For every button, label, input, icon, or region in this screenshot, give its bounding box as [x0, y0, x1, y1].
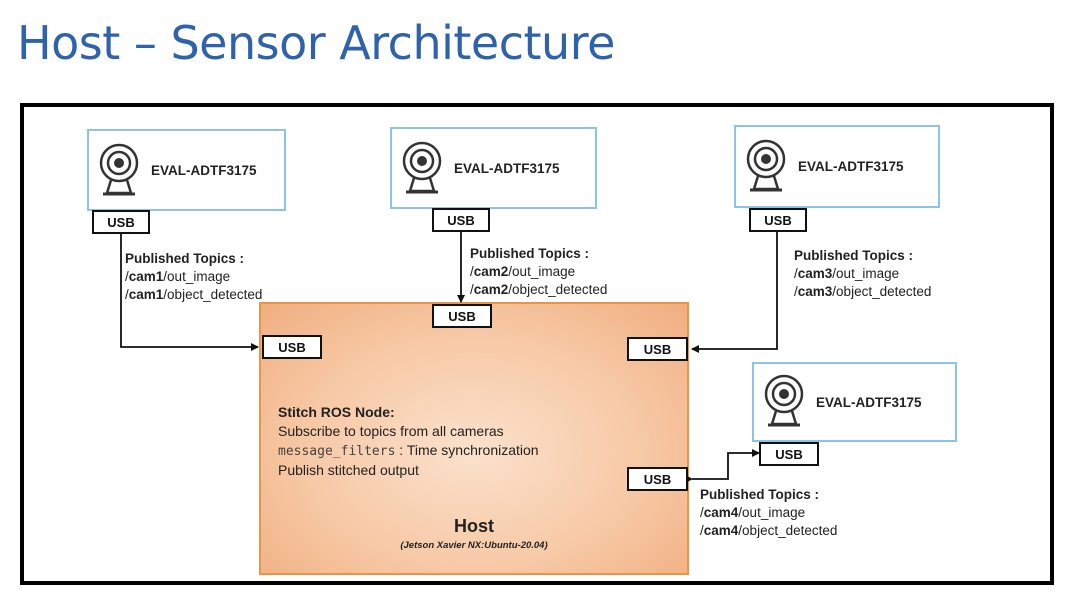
webcam-icon — [402, 141, 442, 194]
camera-4: EVAL-ADTF3175 — [752, 362, 957, 442]
camera-3-name: EVAL-ADTF3175 — [798, 159, 904, 174]
camera-1-usb: USB — [92, 210, 150, 234]
camera-4-name: EVAL-ADTF3175 — [816, 394, 922, 410]
camera-3-topic-image: /cam3/out_image — [794, 266, 900, 281]
webcam-icon — [764, 374, 804, 427]
camera-2: EVAL-ADTF3175 — [390, 127, 597, 209]
host-label: Host — [454, 516, 494, 536]
camera-1: EVAL-ADTF3175 — [87, 129, 286, 211]
camera-2-name: EVAL-ADTF3175 — [454, 160, 560, 176]
camera-3-usb: USB — [749, 208, 807, 232]
camera-4-topic-image: /cam4/out_image — [700, 505, 806, 520]
camera-2-usb: USB — [432, 208, 490, 232]
page-title: Host – Sensor Architecture — [17, 16, 615, 70]
camera-4-topics-heading: Published Topics : — [700, 487, 820, 502]
host-sublabel: (Jetson Xavier NX:Ubuntu-20.04) — [400, 540, 548, 551]
camera-1-topic-detected: /cam1/object_detected — [125, 287, 263, 302]
camera-1-topics: Published Topics : /cam1/out_image /cam1… — [125, 250, 262, 304]
node-line-1: Subscribe to topics from all cameras — [278, 423, 504, 439]
camera-2-topic-detected: /cam2/object_detected — [470, 282, 608, 297]
camera-3-topic-detected: /cam3/object_detected — [794, 284, 932, 299]
camera-4-topics: Published Topics : /cam4/out_image /cam4… — [700, 486, 837, 540]
webcam-icon — [746, 139, 786, 192]
stitch-node-description: Stitch ROS Node: Subscribe to topics fro… — [278, 403, 539, 480]
diagram-frame — [20, 103, 1054, 585]
camera-3-topics-heading: Published Topics : — [794, 248, 914, 263]
camera-2-topics-heading: Published Topics : — [470, 246, 590, 261]
camera-2-topics: Published Topics : /cam2/out_image /cam2… — [470, 245, 607, 299]
wire-cam1 — [117, 227, 259, 351]
node-line-2-rest: : Time synchronization — [395, 442, 539, 458]
node-line-3: Publish stitched output — [278, 462, 419, 478]
host-usb-right: USB — [627, 337, 688, 361]
node-line-2-code: message_filters — [278, 444, 396, 459]
camera-2-topic-image: /cam2/out_image — [470, 264, 576, 279]
camera-1-name: EVAL-ADTF3175 — [151, 162, 257, 178]
camera-3: EVAL-ADTF3175 — [734, 125, 940, 208]
camera-3-topics: Published Topics : /cam3/out_image /cam3… — [794, 247, 931, 301]
node-line-2: message_filters : Time synchronization — [278, 441, 539, 461]
camera-1-topic-image: /cam1/out_image — [125, 269, 231, 284]
wire-cam4 — [685, 449, 760, 483]
wire-cam3 — [691, 225, 781, 353]
webcam-icon — [99, 143, 139, 196]
camera-4-topic-detected: /cam4/object_detected — [700, 523, 838, 538]
host-usb-left: USB — [262, 335, 322, 359]
node-heading: Stitch ROS Node: — [278, 404, 395, 420]
host-box — [259, 302, 689, 575]
host-usb-top: USB — [432, 304, 492, 328]
host-usb-bottom-right: USB — [627, 467, 688, 491]
camera-4-usb: USB — [759, 442, 819, 466]
camera-1-topics-heading: Published Topics : — [125, 251, 245, 266]
